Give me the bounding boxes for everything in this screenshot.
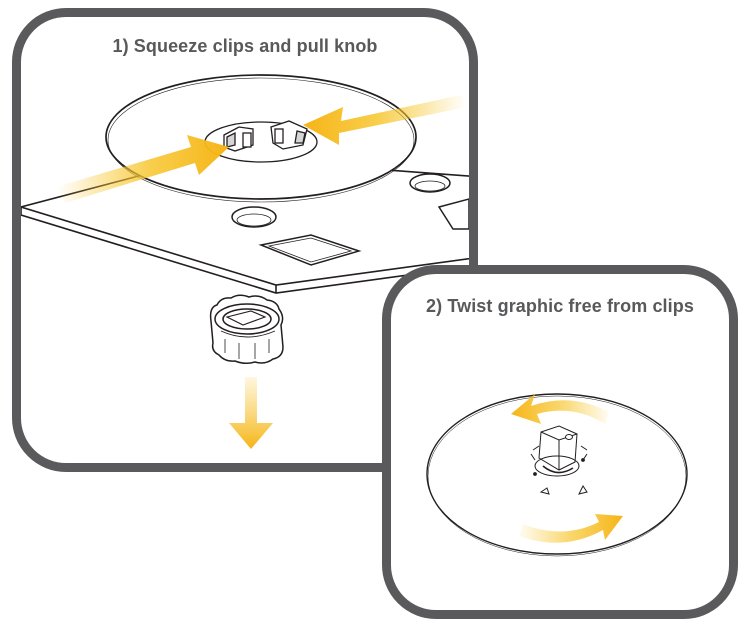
twist-arrow-left-icon (511, 394, 609, 424)
center-mount (530, 425, 588, 495)
step-2-illustration (426, 393, 688, 557)
graphic-disc-2 (426, 393, 688, 557)
plate-holes (231, 173, 469, 266)
squeeze-arrow-left-icon (56, 135, 229, 203)
knob (209, 294, 284, 365)
twist-arrow-right-icon (519, 514, 623, 543)
clip-mechanism (204, 120, 318, 163)
pull-down-arrow-icon (229, 377, 273, 449)
step-1-illustration (21, 74, 469, 449)
step-2-title: 2) Twist graphic free from clips (426, 296, 694, 316)
squeeze-arrow-right-icon (303, 95, 467, 145)
step-1-panel: 1) Squeeze clips and pull knob (12, 8, 478, 472)
step-1-title: 1) Squeeze clips and pull knob (112, 36, 378, 56)
step-2-panel: 2) Twist graphic free from clips (382, 265, 738, 619)
